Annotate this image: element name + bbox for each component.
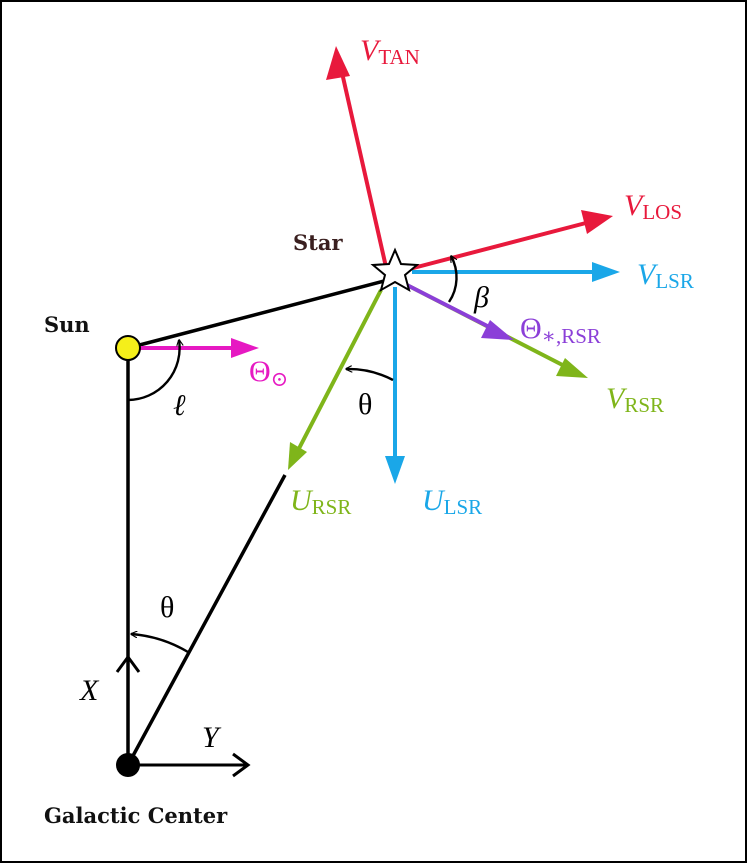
sun-marker: [115, 335, 141, 361]
gc-star-line: [126, 474, 287, 766]
u-lsr-label: ULSR: [422, 484, 482, 519]
v-rsr-label: VRSR: [606, 382, 664, 417]
angle-l-label: ℓ: [173, 389, 186, 422]
u-rsr-arrowhead: [288, 442, 307, 470]
v-los-arrowhead: [581, 210, 613, 234]
v-lsr-main: V: [637, 258, 659, 291]
v-lsr-sub: LSR: [655, 269, 694, 293]
angle-beta-arc: [447, 256, 458, 303]
sun-star-line: [127, 278, 389, 350]
v-rsr-sub: RSR: [624, 393, 664, 417]
y-axis-label: Y: [202, 721, 222, 754]
galactic-center-marker: [116, 753, 140, 777]
star-label: Star: [293, 230, 343, 255]
v-tan-arrowhead: [326, 46, 350, 80]
v-los-label: VLOS: [624, 189, 682, 224]
u-rsr-sub: RSR: [312, 495, 352, 519]
u-rsr-main: U: [290, 484, 314, 517]
angle-theta-bottom-arc: [131, 634, 189, 654]
u-lsr-arrowhead: [385, 456, 405, 484]
angle-l-arc: [127, 340, 180, 402]
v-rsr-main: V: [606, 382, 628, 415]
theta-star-rsr-label: Θ∗,RSR: [520, 312, 601, 348]
star-marker: [370, 247, 420, 293]
u-lsr-sub: LSR: [444, 495, 483, 519]
theta-sun-label: Θ⊙: [249, 355, 288, 391]
u-lsr-main: U: [422, 484, 446, 517]
theta-star-rsr-main: Θ: [520, 312, 542, 345]
v-tan-sub: TAN: [378, 45, 419, 69]
x-axis-arrowhead: [115, 654, 141, 673]
y-axis-arrowhead: [232, 752, 251, 778]
angle-theta-top-arc: [346, 369, 394, 382]
v-lsr-arrowhead: [592, 262, 620, 282]
theta-sun-sub: ⊙: [271, 367, 289, 391]
v-tan-main: V: [360, 34, 382, 67]
v-lsr-label: VLSR: [637, 258, 694, 293]
v-los-arrow: [397, 216, 606, 274]
sun-label: Sun: [44, 312, 90, 337]
v-los-sub: LOS: [642, 200, 682, 224]
theta-sun-arrowhead: [231, 338, 259, 358]
galactic-center-label: Galactic Center: [44, 803, 228, 828]
theta-star-rsr-sub: ∗,RSR: [542, 324, 601, 348]
u-rsr-label: URSR: [290, 484, 351, 519]
v-rsr-arrowhead: [556, 358, 588, 378]
v-tan-label: VTAN: [360, 34, 420, 69]
theta-bottom-label: θ: [160, 591, 174, 624]
x-axis-label: X: [79, 674, 100, 707]
beta-label: β: [473, 281, 489, 314]
theta-top-label: θ: [358, 388, 372, 421]
v-tan-arrow: [336, 54, 388, 268]
theta-sun-main: Θ: [249, 355, 271, 388]
v-los-main: V: [624, 189, 646, 222]
theta-star-rsr-arrowhead: [481, 320, 514, 340]
u-rsr-arrow: [290, 289, 383, 463]
